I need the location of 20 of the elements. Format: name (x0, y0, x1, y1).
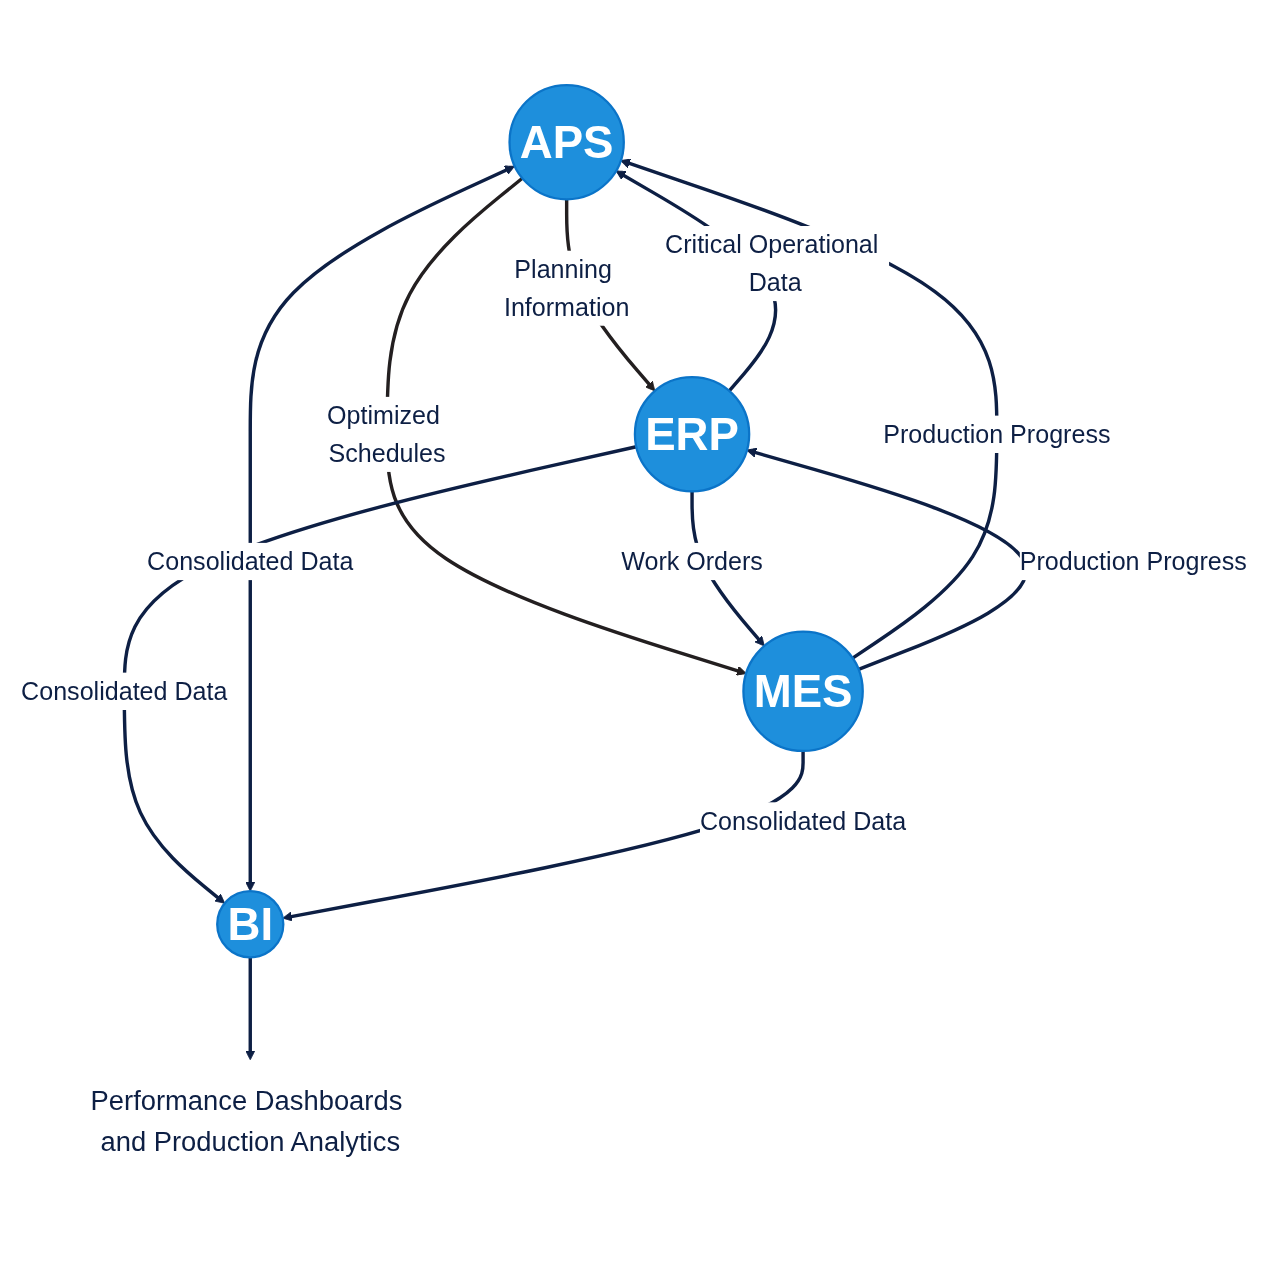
edge-label: Consolidated Data (21, 677, 228, 706)
arrow (122, 445, 637, 904)
edge-label: Work Orders (621, 547, 763, 576)
edge-label: Consolidated Data (699, 806, 907, 836)
arrow (245, 165, 515, 892)
edge-label: Production Progress (883, 420, 1111, 449)
edge-label: Planning Information (503, 255, 630, 322)
edge-label: Optimized Schedules (327, 401, 446, 468)
node-circle: ERP (633, 376, 751, 493)
arrow (385, 176, 747, 676)
edge-label: Critical Operational Data (665, 230, 879, 297)
node-circle: APS (508, 83, 625, 201)
edge-label: Consolidated Data (147, 547, 354, 576)
edge-label: Production Progress (1019, 547, 1247, 576)
node-text: Performance Dashboards and Production Analytics (90, 1084, 403, 1157)
arrow (746, 447, 1028, 672)
arrow (245, 957, 256, 1061)
node-circle: BI (216, 890, 285, 959)
node-circle: MES (742, 630, 864, 753)
arrow (620, 158, 999, 660)
